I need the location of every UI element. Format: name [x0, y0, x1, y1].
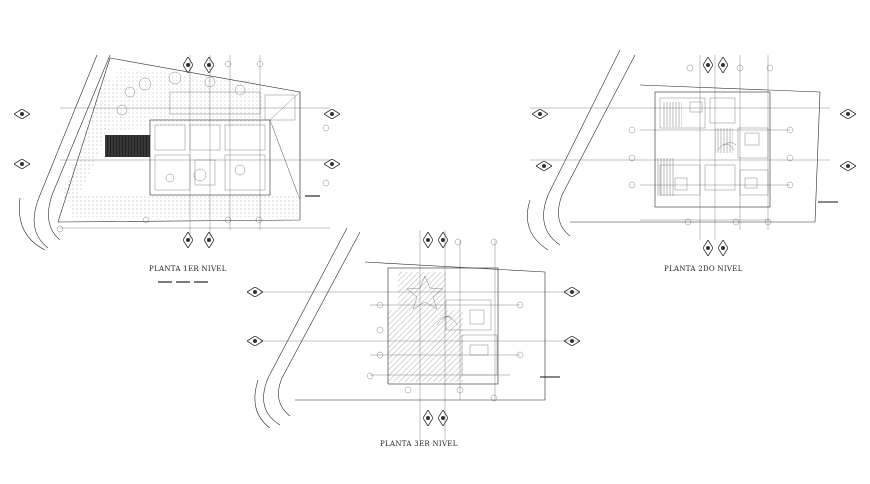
label-level-1: PLANTA 1ER NIVEL: [149, 265, 227, 273]
plan-level-2: [527, 49, 856, 256]
label-level-2: PLANTA 2DO NIVEL: [664, 265, 743, 273]
plan-level-3: [247, 227, 580, 440]
label-level-3: PLANTA 3ER NIVEL: [380, 440, 458, 448]
plan-level-1: [14, 54, 340, 251]
